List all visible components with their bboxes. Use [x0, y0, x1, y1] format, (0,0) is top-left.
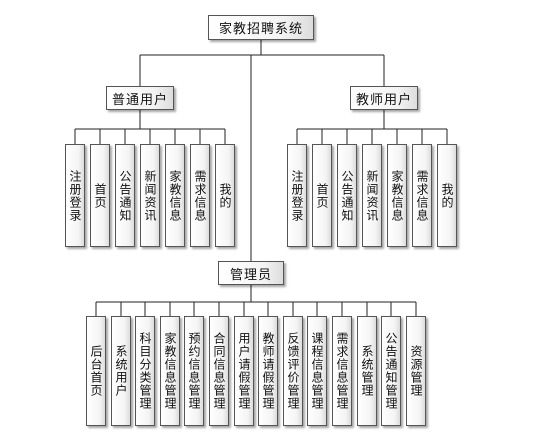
leaf-node-admin: 需求信息管理 [332, 316, 352, 426]
group-label: 教师用户 [355, 92, 412, 108]
leaf-label: 我的 [440, 182, 454, 209]
leaf-label: 课程信息管理 [310, 332, 324, 410]
leaf-label: 注册登录 [68, 169, 82, 222]
leaf-label: 公告通知 [340, 169, 354, 222]
group-label: 管理员 [229, 267, 272, 283]
root-node: 家教招聘系统 [208, 15, 314, 40]
leaf-node-admin: 课程信息管理 [307, 316, 327, 426]
leaf-label: 教师请假管理 [261, 332, 275, 410]
leaf-node-admin: 反馈评价管理 [283, 316, 303, 426]
group-label: 普通用户 [111, 92, 168, 108]
leaf-label: 合同信息管理 [212, 332, 226, 410]
leaf-label: 公告通知管理 [384, 332, 398, 410]
leaf-label: 后台首页 [89, 345, 103, 397]
root-label: 家教招聘系统 [218, 22, 303, 37]
leaf-label: 我的 [218, 182, 232, 209]
leaf-label: 需求信息管理 [335, 332, 349, 410]
leaf-node-regular-user: 我的 [215, 144, 235, 247]
leaf-label: 系统管理 [360, 345, 374, 397]
leaf-label: 新闻资讯 [143, 169, 157, 222]
group-node-admin: 管理员 [218, 261, 284, 285]
leaf-node-teacher-user: 家教信息 [387, 144, 407, 247]
leaf-node-admin: 系统用户 [111, 316, 131, 426]
leaf-label: 新闻资讯 [365, 169, 379, 222]
leaf-label: 家教信息 [390, 169, 404, 222]
leaf-label: 需求信息 [193, 169, 207, 222]
leaf-label: 首页 [315, 182, 329, 209]
leaf-label: 用户请假管理 [237, 332, 251, 410]
leaf-label: 预约信息管理 [187, 332, 201, 410]
leaf-node-admin: 科目分类管理 [135, 316, 155, 426]
leaf-node-admin: 预约信息管理 [184, 316, 204, 426]
leaf-label: 反馈评价管理 [286, 332, 300, 410]
leaf-node-admin: 合同信息管理 [209, 316, 229, 426]
leaf-node-teacher-user: 注册登录 [287, 144, 307, 247]
leaf-label: 注册登录 [290, 169, 304, 222]
leaf-node-admin: 用户请假管理 [234, 316, 254, 426]
leaf-node-admin: 家教信息管理 [160, 316, 180, 426]
leaf-label: 家教信息 [168, 169, 182, 222]
leaf-node-teacher-user: 公告通知 [337, 144, 357, 247]
group-node-regular-user: 普通用户 [106, 86, 174, 110]
leaf-node-teacher-user: 首页 [312, 144, 332, 247]
leaf-label: 需求信息 [415, 169, 429, 222]
leaf-node-regular-user: 首页 [90, 144, 110, 247]
leaf-node-regular-user: 需求信息 [190, 144, 210, 247]
leaf-label: 系统用户 [114, 345, 128, 397]
leaf-label: 资源管理 [409, 345, 423, 397]
leaf-label: 家教信息管理 [163, 332, 177, 410]
leaf-node-teacher-user: 需求信息 [412, 144, 432, 247]
leaf-node-admin: 教师请假管理 [258, 316, 278, 426]
leaf-node-admin: 资源管理 [406, 316, 426, 426]
leaf-node-teacher-user: 新闻资讯 [362, 144, 382, 247]
leaf-label: 首页 [93, 182, 107, 209]
group-node-teacher-user: 教师用户 [350, 86, 418, 110]
leaf-node-teacher-user: 我的 [437, 144, 457, 247]
leaf-label: 科目分类管理 [138, 332, 152, 410]
leaf-node-admin: 后台首页 [86, 316, 106, 426]
leaf-node-admin: 系统管理 [357, 316, 377, 426]
leaf-node-regular-user: 公告通知 [115, 144, 135, 247]
leaf-node-regular-user: 家教信息 [165, 144, 185, 247]
leaf-node-regular-user: 注册登录 [65, 144, 85, 247]
leaf-label: 公告通知 [118, 169, 132, 222]
leaf-node-regular-user: 新闻资讯 [140, 144, 160, 247]
leaf-node-admin: 公告通知管理 [381, 316, 401, 426]
